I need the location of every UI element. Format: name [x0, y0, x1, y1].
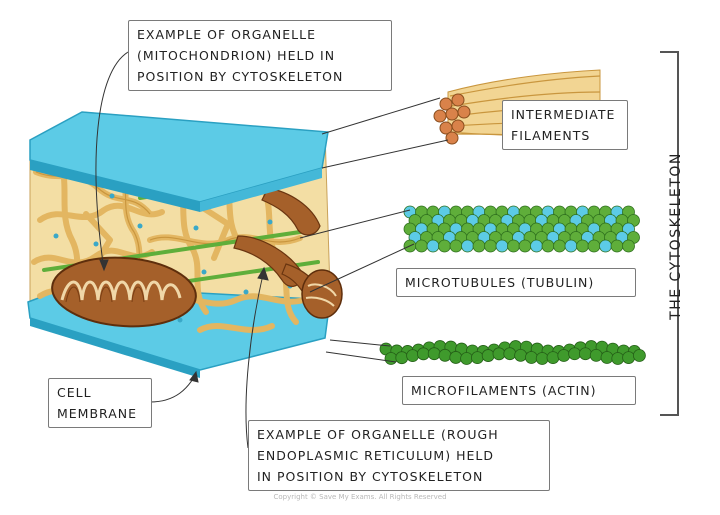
side-title-cytoskeleton: THE CYTOSKELETON: [668, 152, 684, 320]
mitochondrion: [51, 256, 197, 328]
label-mitochondrion-line-3: POSITION BY CYTOSKELETON: [137, 69, 344, 84]
actin-subunit: [589, 348, 603, 362]
tubulin-subunit: [507, 239, 520, 253]
label-microfilaments-line-1: MICROFILAMENTS (ACTIN): [411, 383, 597, 398]
label-microtubules: MICROTUBULES (TUBULIN): [396, 268, 636, 297]
actin-subunit: [438, 348, 452, 362]
actin-subunit: [460, 352, 474, 365]
actin-subunit: [600, 351, 614, 364]
tubulin-subunit: [610, 239, 624, 253]
label-rough-er-line-2: ENDOPLASMIC RETICULUM) HELD: [257, 448, 494, 463]
label-mitochondrion-line-1: EXAMPLE OF ORGANELLE: [137, 27, 317, 42]
tubulin-subunit: [495, 239, 509, 253]
tubulin-subunit: [553, 239, 566, 253]
actin-subunit: [449, 351, 463, 364]
actin-subunit: [525, 351, 538, 364]
copyright-notice: Copyright © Save My Exams. All Rights Re…: [273, 493, 447, 501]
leader-actin-top: [329, 339, 391, 347]
label-cell-membrane-line-1: CELL: [57, 385, 92, 400]
actin-subunit: [503, 347, 517, 361]
actin-subunit: [611, 352, 625, 365]
tubulin-subunit: [518, 239, 532, 253]
tubulin-subunit: [587, 239, 601, 253]
tubulin-subunit: [530, 239, 543, 253]
label-intermediate-line-2: FILAMENTS: [511, 128, 591, 143]
tubulin-subunit: [449, 239, 463, 253]
label-microtubules-line-1: MICROTUBULES (TUBULIN): [405, 275, 595, 290]
tubulin-subunit: [426, 239, 440, 253]
vesicle-organelle: [301, 269, 343, 319]
leader-lines: [95, 51, 449, 449]
actin-subunit: [633, 349, 646, 362]
actin-subunit: [406, 349, 420, 363]
tubulin-subunit: [599, 239, 612, 253]
label-mitochondrion-line-2: (MITOCHONDRION) HELD IN: [137, 48, 336, 63]
leader-tubule-bottom: [309, 243, 415, 293]
actin-subunit: [427, 347, 441, 361]
cytoskeleton-bracket: [660, 51, 679, 416]
label-intermediate-line-1: INTERMEDIATE: [511, 107, 616, 122]
leader-intermediate-top: [321, 97, 441, 135]
leader-rough-er: [245, 269, 265, 449]
actin-subunit: [546, 351, 560, 365]
actin-subunit: [535, 352, 549, 365]
actin-subunit: [622, 351, 635, 364]
label-rough-er: EXAMPLE OF ORGANELLE (ROUGH ENDOPLASMIC …: [248, 420, 550, 491]
bottom-membrane-edge: [30, 318, 200, 378]
tubulin-subunit: [484, 239, 497, 253]
tubulin-subunit: [622, 239, 635, 253]
microtubule-bundle: [403, 205, 640, 253]
leader-cell-membrane: [149, 373, 197, 403]
actin-microfilament: [379, 340, 646, 365]
label-intermediate-filaments: INTERMEDIATE FILAMENTS: [502, 100, 628, 150]
tubulin-subunit: [541, 239, 555, 253]
actin-subunit: [568, 347, 581, 361]
leader-tubule-top: [299, 209, 411, 239]
actin-subunit: [514, 348, 527, 362]
actin-subunit: [470, 351, 484, 365]
actin-subunit: [579, 347, 592, 361]
leader-mitochondrion: [95, 51, 129, 271]
label-cell-membrane-line-2: MEMBRANE: [57, 406, 138, 421]
actin-subunit: [384, 352, 398, 365]
tubulin-subunit: [564, 239, 578, 253]
tubulin-subunit: [461, 239, 474, 253]
leader-actin-bottom: [325, 351, 397, 363]
tubulin-subunit: [472, 239, 486, 253]
actin-subunit: [416, 347, 430, 361]
tubulin-subunit: [415, 239, 428, 253]
cell-block: [27, 111, 343, 378]
actin-subunit: [557, 349, 571, 362]
actin-subunit: [481, 349, 495, 362]
actin-subunit: [395, 351, 409, 365]
label-rough-er-line-3: IN POSITION BY CYTOSKELETON: [257, 469, 484, 484]
tubulin-subunit: [438, 239, 451, 253]
actin-subunit: [492, 347, 506, 361]
leader-intermediate-bottom: [321, 139, 449, 169]
label-microfilaments: MICROFILAMENTS (ACTIN): [402, 376, 636, 405]
label-rough-er-line-1: EXAMPLE OF ORGANELLE (ROUGH: [257, 427, 499, 442]
label-mitochondrion: EXAMPLE OF ORGANELLE (MITOCHONDRION) HEL…: [128, 20, 392, 91]
tubulin-subunit: [576, 239, 589, 253]
label-cell-membrane: CELL MEMBRANE: [48, 378, 152, 428]
top-membrane-edge: [30, 160, 200, 212]
